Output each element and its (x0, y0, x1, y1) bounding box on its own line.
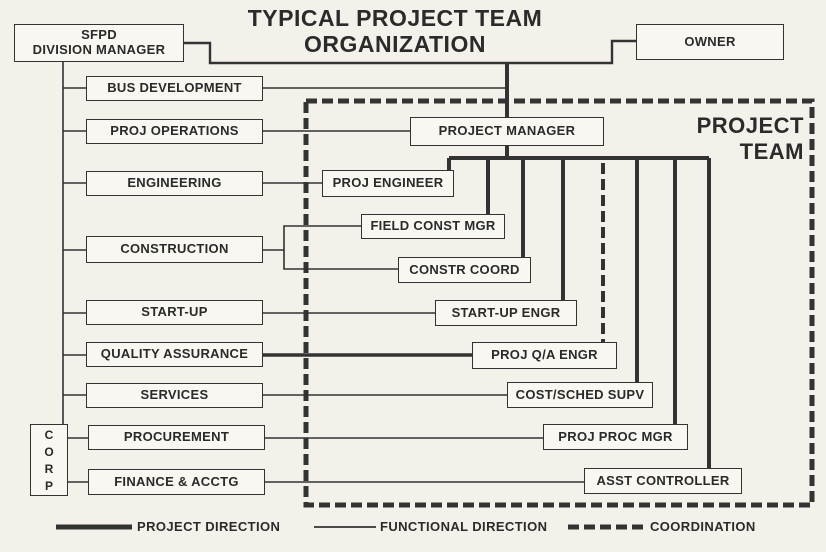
corp-letter-o: O (44, 445, 54, 459)
project-team-label-line1: PROJECT (696, 113, 804, 138)
role-asst-controller: ASST CONTROLLER (584, 468, 742, 494)
function-proj-operations: PROJ OPERATIONS (86, 119, 263, 144)
role-proj-qa-engr: PROJ Q/A ENGR (472, 342, 617, 369)
role-proj-engineer: PROJ ENGINEER (322, 170, 454, 197)
corp-letter-c: C (44, 428, 54, 442)
corp-box: C O R P (30, 424, 68, 496)
project-manager-box: PROJECT MANAGER (410, 117, 604, 146)
legend-project-direction: PROJECT DIRECTION (137, 519, 281, 534)
role-constr-coord: CONSTR COORD (398, 257, 531, 283)
owner-box: OWNER (636, 24, 784, 60)
construction-split (263, 225, 361, 251)
corp-letter-r: R (44, 462, 54, 476)
function-procurement: PROCUREMENT (88, 425, 265, 450)
corp-letter-p: P (44, 479, 53, 493)
function-bus-development: BUS DEVELOPMENT (86, 76, 263, 101)
role-field-const-mgr: FIELD CONST MGR (361, 214, 505, 239)
function-finance-acctg: FINANCE & ACCTG (88, 469, 265, 495)
division-manager-line2: DIVISION MANAGER (32, 42, 166, 57)
owner-to-pm-line (507, 39, 636, 65)
role-proj-proc-mgr: PROJ PROC MGR (543, 424, 688, 450)
division-manager-line1: SFPD (81, 27, 117, 43)
chart-title-line2: ORGANIZATION (304, 31, 486, 57)
function-quality-assurance: QUALITY ASSURANCE (86, 342, 263, 367)
function-engineering: ENGINEERING (86, 171, 263, 196)
construction-split-2 (283, 250, 398, 270)
division-manager-box: SFPD DIVISION MANAGER (14, 24, 184, 62)
division-to-pm-line (184, 41, 507, 65)
project-team-border (303, 98, 815, 508)
role-start-up-engr: START-UP ENGR (435, 300, 577, 326)
function-services: SERVICES (86, 383, 263, 408)
role-cost-sched-supv: COST/SCHED SUPV (507, 382, 653, 408)
function-start-up: START-UP (86, 300, 263, 325)
legend-coordination: COORDINATION (650, 519, 756, 534)
function-construction: CONSTRUCTION (86, 236, 263, 263)
legend-functional-direction: FUNCTIONAL DIRECTION (380, 519, 548, 534)
chart-title-line1: TYPICAL PROJECT TEAM (247, 5, 543, 31)
project-team-label-line2: TEAM (739, 139, 804, 164)
